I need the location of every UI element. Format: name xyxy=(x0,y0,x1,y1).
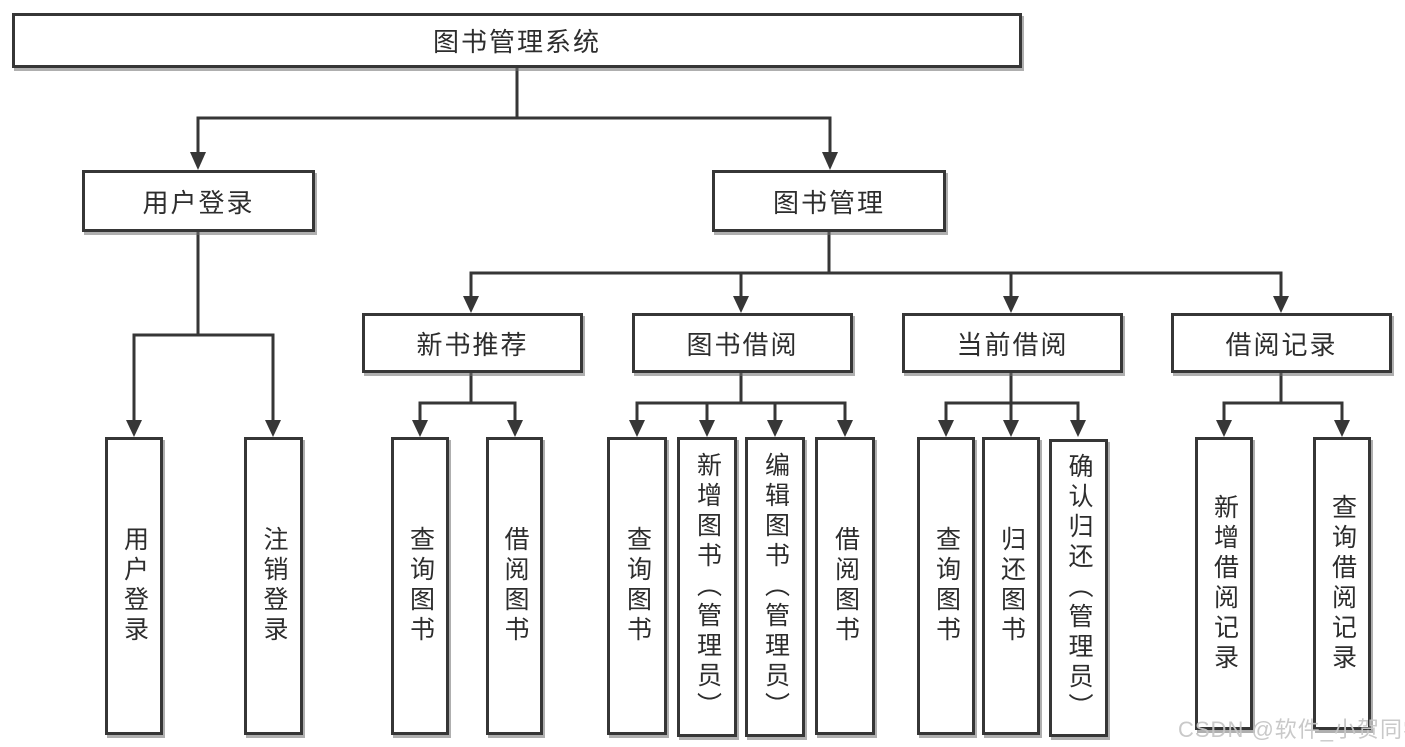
node-leaf-query-book-newbook: 查询图书 xyxy=(391,437,449,735)
node-borrow-record: 借阅记录 xyxy=(1171,313,1392,373)
node-leaf-query-book-borrow: 查询图书 xyxy=(607,437,667,735)
node-leaf-return-book: 归还图书 xyxy=(982,437,1040,735)
node-root: 图书管理系统 xyxy=(12,13,1022,68)
node-leaf-query-borrow-record: 查询借阅记录 xyxy=(1313,437,1371,730)
node-book-borrow: 图书借阅 xyxy=(632,313,853,373)
node-leaf-logout: 注销登录 xyxy=(244,437,303,735)
node-current-borrow: 当前借阅 xyxy=(902,313,1123,373)
node-leaf-edit-book-admin: 编辑图书（管理员） xyxy=(745,437,805,737)
node-leaf-user-login: 用户登录 xyxy=(105,437,163,735)
arrowheads xyxy=(126,152,1350,437)
node-user-login: 用户登录 xyxy=(82,170,315,232)
node-leaf-add-book-admin: 新增图书（管理员） xyxy=(677,437,737,737)
csdn-watermark: CSDN @软件_小贺同学 xyxy=(1178,717,1405,742)
node-leaf-add-borrow-record: 新增借阅记录 xyxy=(1195,437,1253,730)
node-leaf-borrow-book-newbook: 借阅图书 xyxy=(486,437,543,735)
node-leaf-confirm-return-admin: 确认归还（管理员） xyxy=(1049,439,1108,737)
node-leaf-query-book-current: 查询图书 xyxy=(917,437,975,735)
node-book-management: 图书管理 xyxy=(712,170,946,232)
node-new-book-recommend: 新书推荐 xyxy=(362,313,583,373)
node-leaf-borrow-book-borrow: 借阅图书 xyxy=(815,437,875,735)
